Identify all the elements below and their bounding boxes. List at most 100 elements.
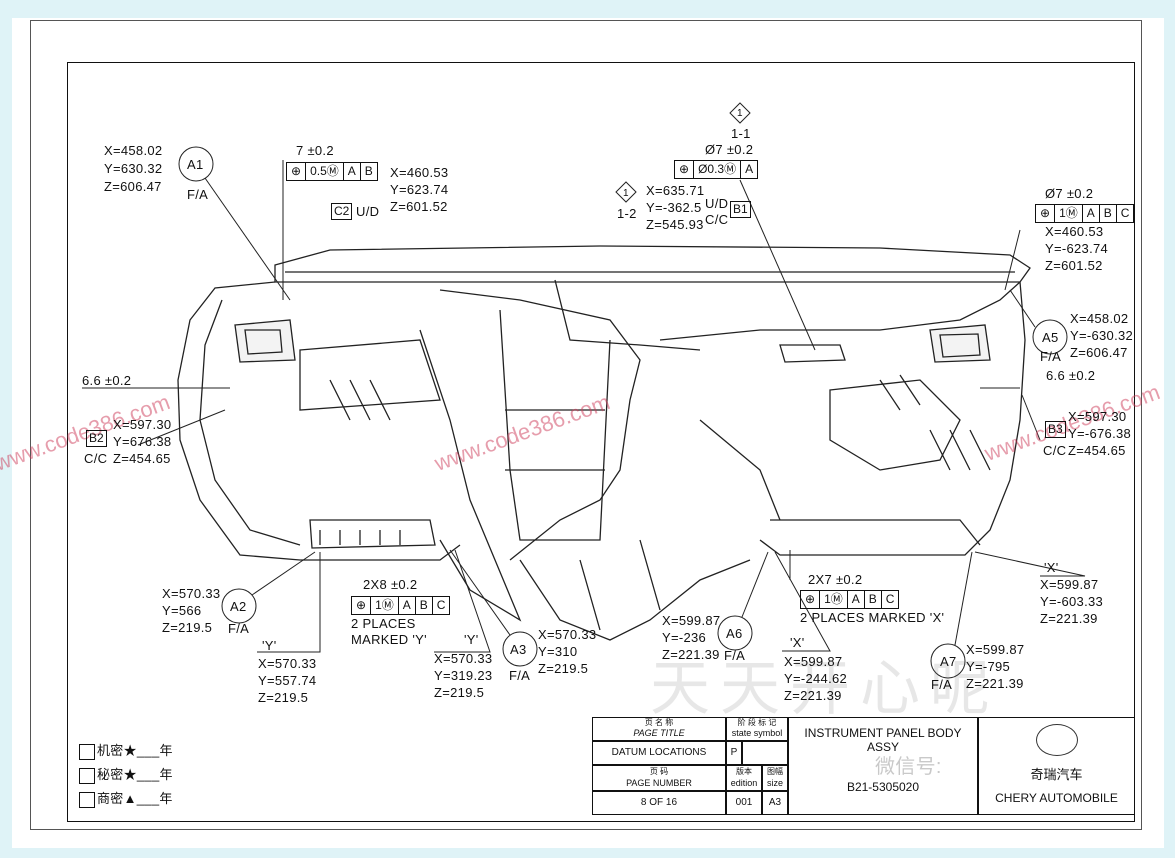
b1-x: X=635.71	[646, 183, 705, 198]
state-header: 阶 段 标 记 state symbol	[726, 717, 788, 741]
size-value: A3	[762, 791, 788, 815]
state-value: P	[726, 741, 742, 765]
c2-y: Y=623.74	[390, 182, 449, 197]
a5-z: Z=606.47	[1070, 345, 1128, 360]
chery-logo	[1035, 724, 1078, 756]
a2-note: F/A	[228, 621, 250, 636]
a7-x: X=599.87	[966, 642, 1025, 657]
a1-label: A1	[187, 157, 204, 172]
x-note: 2 PLACES MARKED 'X'	[800, 610, 945, 625]
page-title-value: DATUM LOCATIONS	[592, 741, 726, 765]
y-dim: 2X8 ±0.2	[363, 577, 418, 592]
b3-x: X=597.30	[1068, 409, 1127, 424]
y-note2: MARKED 'Y'	[351, 632, 427, 647]
b2-x: X=597.30	[113, 417, 172, 432]
x2-tag: 'X'	[1044, 560, 1059, 575]
x-dim: 2X7 ±0.2	[808, 572, 863, 587]
y1-y: Y=557.74	[258, 673, 317, 688]
b3-dim: 6.6 ±0.2	[1046, 368, 1096, 383]
classification-label-3: 商密▲___年	[97, 791, 173, 806]
company-name: CHERY AUTOMOBILE	[995, 791, 1118, 805]
classification-label-2: 秘密★___年	[97, 767, 173, 782]
a7-label: A7	[940, 654, 957, 669]
company-cn: 奇瑞汽车	[1030, 767, 1083, 782]
outer-border	[30, 20, 1142, 830]
part-name-cell: INSTRUMENT PANEL BODY ASSY B21-5305020	[788, 717, 978, 815]
y2-tag: 'Y'	[464, 632, 479, 647]
a2-x: X=570.33	[162, 586, 221, 601]
x1-tag: 'X'	[790, 635, 805, 650]
a6-label: A6	[726, 626, 743, 641]
y1-z: Z=219.5	[258, 690, 309, 705]
c2-note: U/D	[356, 204, 380, 219]
a5-label: A5	[1042, 330, 1059, 345]
a5-x: X=458.02	[1070, 311, 1129, 326]
classification-checkbox-1[interactable]	[79, 744, 95, 760]
b1-diamond-top: 1	[737, 108, 743, 119]
b2-note: C/C	[84, 451, 108, 466]
state-blank	[742, 741, 788, 765]
classification-checkbox-3[interactable]	[79, 792, 95, 808]
y2-x: X=570.33	[434, 651, 493, 666]
a1-note: F/A	[187, 187, 209, 202]
b2-label: B2	[86, 430, 107, 447]
b3-y: Y=-676.38	[1068, 426, 1132, 441]
c2-label: C2	[331, 203, 353, 220]
a7-y: Y=-795	[966, 659, 1011, 674]
a3-note: F/A	[509, 668, 531, 683]
title-block: 页 名 称 PAGE TITLE 阶 段 标 记 state symbol DA…	[592, 717, 1135, 822]
c2-x: X=460.53	[390, 165, 449, 180]
b2-z: Z=454.65	[113, 451, 171, 466]
c2-z: Z=601.52	[390, 199, 448, 214]
a3-x: X=570.33	[538, 627, 597, 642]
y2-z: Z=219.5	[434, 685, 485, 700]
page-number-header: 页 码 PAGE NUMBER	[592, 765, 726, 791]
b1-y: Y=-362.5	[646, 200, 702, 215]
watermark-wechat: 微信号:	[875, 756, 942, 778]
a1-x: X=458.02	[104, 143, 163, 158]
a3-y: Y=310	[538, 644, 578, 659]
y-note1: 2 PLACES	[351, 616, 416, 631]
b1-dim: Ø7 ±0.2	[705, 142, 754, 157]
x2-z: Z=221.39	[1040, 611, 1098, 626]
b3-z: Z=454.65	[1068, 443, 1126, 458]
right-dim: Ø7 ±0.2	[1045, 186, 1094, 201]
b1-label: B1	[730, 201, 751, 218]
drawing-frame	[67, 62, 1135, 822]
c2-dim: 7 ±0.2	[296, 143, 334, 158]
edition-header: 版本 edition	[726, 765, 762, 791]
x2-x: X=599.87	[1040, 577, 1099, 592]
company-cell: 奇瑞汽车 CHERY AUTOMOBILE	[978, 717, 1135, 815]
y1-tag: 'Y'	[262, 638, 277, 653]
b1-note1: U/D	[705, 196, 729, 211]
a2-label: A2	[230, 599, 247, 614]
a2-y: Y=566	[162, 603, 202, 618]
a6-z: Z=221.39	[662, 647, 720, 662]
a6-note: F/A	[724, 648, 746, 663]
b2-dim: 6.6 ±0.2	[82, 373, 132, 388]
x1-x: X=599.87	[784, 654, 843, 669]
classification-label-1: 机密★___年	[97, 743, 173, 758]
classification-checkbox-2[interactable]	[79, 768, 95, 784]
b3-label: B3	[1045, 421, 1066, 438]
a1-y: Y=630.32	[104, 161, 163, 176]
x1-y: Y=-244.62	[784, 671, 848, 686]
right-x: X=460.53	[1045, 224, 1104, 239]
a1-z: Z=606.47	[104, 179, 162, 194]
b1-note2: C/C	[705, 212, 729, 227]
size-header: 图幅 size	[762, 765, 788, 791]
y1-x: X=570.33	[258, 656, 317, 671]
a2-z: Z=219.5	[162, 620, 213, 635]
edition-value: 001	[726, 791, 762, 815]
a3-z: Z=219.5	[538, 661, 589, 676]
b1-z: Z=545.93	[646, 217, 704, 232]
a3-label: A3	[510, 642, 527, 657]
right-y: Y=-623.74	[1045, 241, 1109, 256]
a6-y: Y=-236	[662, 630, 707, 645]
a6-x: X=599.87	[662, 613, 721, 628]
